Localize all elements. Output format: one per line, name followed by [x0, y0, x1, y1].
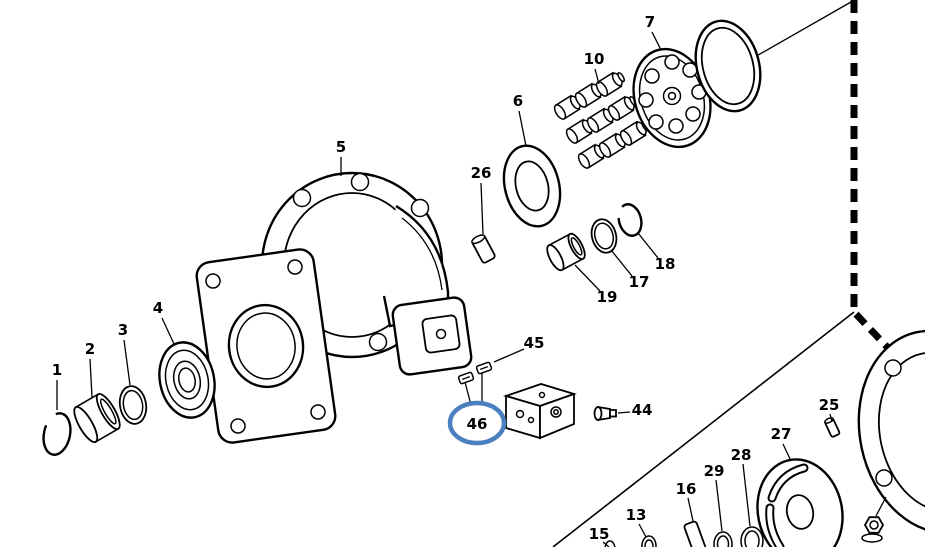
part-19-bushing	[546, 232, 586, 272]
part-13-ring	[641, 535, 657, 547]
part-mounting-flange-plate	[195, 248, 337, 444]
part-46-fittings	[457, 361, 493, 385]
leader-2	[89, 358, 93, 398]
part-7-cylinder-block	[632, 47, 712, 149]
part-label-15: 15	[589, 525, 610, 543]
part-label-16: 16	[676, 480, 697, 498]
part-label-6: 6	[513, 92, 523, 110]
leader-4	[161, 317, 175, 345]
part-label-26: 26	[471, 164, 492, 182]
page-break-dashed-line	[850, 0, 925, 390]
part-right-flange-housing	[857, 329, 925, 535]
leader-15	[602, 541, 610, 547]
part-17-ring	[590, 218, 618, 254]
part-label-44: 44	[632, 401, 653, 419]
part-label-5: 5	[336, 138, 346, 156]
part-2-bushing	[73, 392, 121, 444]
part-4-bearing	[158, 341, 216, 419]
part-label-7: 7	[645, 13, 655, 31]
leader-26	[480, 182, 484, 235]
part-label-10: 10	[584, 50, 605, 68]
leader-25	[829, 413, 833, 423]
part-27-valve-plate	[756, 458, 844, 547]
leader-lines	[56, 31, 833, 547]
part-retaining-ring	[694, 19, 762, 113]
highlight-circle-46	[447, 400, 507, 446]
leader-7	[651, 31, 662, 51]
part-29-ring	[713, 531, 733, 547]
part-label-18: 18	[655, 255, 676, 273]
part-1-snap-ring	[42, 412, 72, 456]
section-divider-line	[552, 311, 855, 547]
part-label-13: 13	[626, 506, 647, 524]
part-label-2: 2	[85, 340, 95, 358]
leader-10	[594, 68, 600, 85]
part-label-1: 1	[52, 361, 62, 379]
part-28-ring	[740, 526, 764, 547]
part-valve-block	[503, 383, 577, 440]
part-label-28: 28	[731, 446, 752, 464]
leader-18	[637, 232, 659, 259]
part-labels: 1 2 3 4 5 6 7 10 26 19 17 18 45 46 44 25…	[52, 13, 840, 543]
leader-6	[518, 110, 527, 147]
leader-29	[715, 479, 723, 532]
leader-27	[782, 443, 792, 462]
part-label-29: 29	[704, 462, 725, 480]
leader-44	[617, 411, 631, 414]
part-label-19: 19	[597, 288, 618, 306]
leader-16	[687, 497, 694, 522]
leader-3	[123, 339, 131, 386]
part-label-25: 25	[819, 396, 840, 414]
part-6-washer	[502, 144, 562, 228]
leader-45	[493, 348, 525, 363]
part-26-pin	[471, 234, 496, 264]
leader-13	[638, 523, 647, 538]
part-25-pin	[824, 417, 841, 438]
part-44-plug	[593, 405, 617, 422]
part-label-4: 4	[153, 299, 163, 317]
part-16-bushing	[683, 520, 707, 547]
leader-17	[610, 249, 633, 277]
part-label-3: 3	[118, 321, 128, 339]
leader-28	[742, 463, 751, 527]
leader-19	[574, 264, 601, 292]
part-hex-bolt	[861, 496, 887, 543]
part-label-46: 46	[467, 415, 488, 433]
part-18-snap-ring	[617, 203, 643, 237]
part-label-27: 27	[771, 425, 792, 443]
part-3-ring	[118, 385, 148, 425]
leader-46a	[464, 381, 472, 406]
part-label-17: 17	[629, 273, 650, 291]
part-label-45: 45	[524, 334, 545, 352]
